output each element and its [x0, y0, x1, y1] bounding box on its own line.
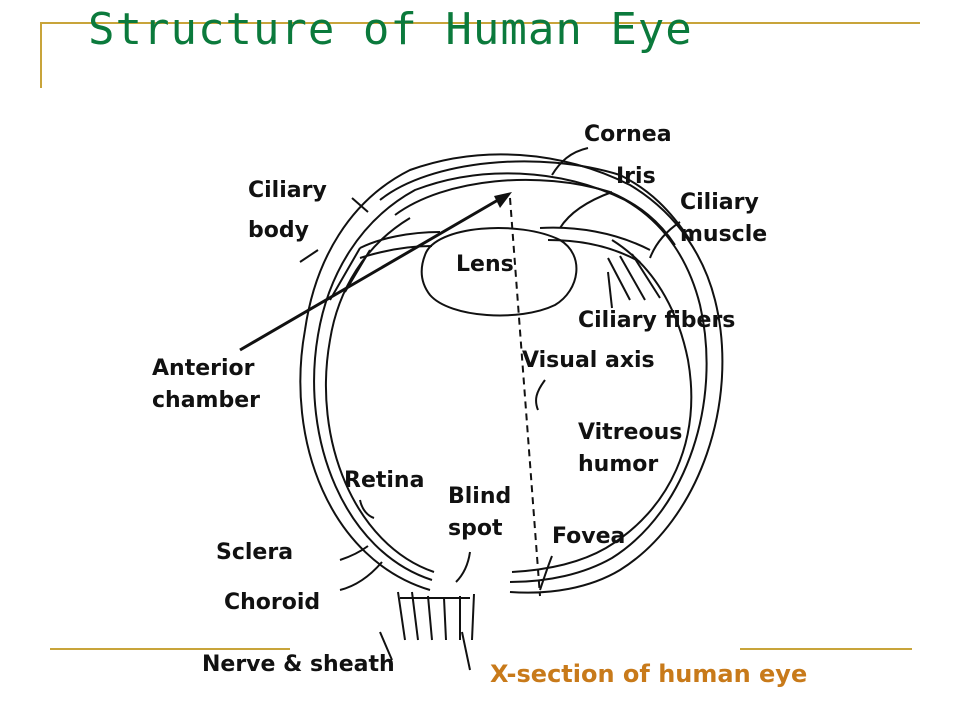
label-vitreous-humor-1: Vitreous: [578, 420, 683, 445]
label-fovea: Fovea: [552, 524, 626, 549]
label-vitreous-humor-2: humor: [578, 452, 659, 477]
label-blind-spot-1: Blind: [448, 484, 512, 509]
choroid-outline: [313, 172, 708, 583]
figure-caption: X-section of human eye: [490, 660, 808, 688]
bottom-rule-right: [740, 648, 912, 650]
label-retina: Retina: [344, 468, 425, 493]
label-blind-spot-2: spot: [448, 516, 503, 541]
label-iris: Iris: [616, 164, 656, 189]
page-title: Structure of Human Eye: [88, 4, 693, 55]
label-visual-axis: Visual axis: [522, 348, 655, 373]
top-rule: [40, 22, 920, 24]
label-ciliary-muscle-2: muscle: [680, 222, 768, 247]
lens-shape: [420, 227, 578, 317]
label-ciliary-body-2: body: [248, 218, 309, 243]
iris-left: [359, 231, 441, 249]
label-ciliary-body-1: Ciliary: [248, 178, 327, 203]
label-ciliary-muscle-1: Ciliary: [680, 190, 759, 215]
label-sclera: Sclera: [216, 540, 294, 565]
sclera-outline: [299, 153, 724, 594]
optic-nerve: [397, 591, 475, 641]
visual-axis-line: [509, 197, 541, 597]
label-anterior-chamber-2: chamber: [152, 388, 260, 413]
retina-outline: [324, 217, 435, 573]
iris-right: [539, 226, 651, 251]
label-nerve-sheath: Nerve & sheath: [202, 652, 395, 677]
label-ciliary-fibers: Ciliary fibers: [578, 308, 736, 333]
label-lens: Lens: [456, 252, 514, 277]
left-rule: [40, 22, 42, 88]
bottom-rule-left: [50, 648, 290, 650]
cornea-outline: [379, 160, 691, 241]
label-anterior-chamber-1: Anterior: [152, 356, 255, 381]
anterior-chamber-arrow: [239, 198, 499, 352]
label-choroid: Choroid: [224, 590, 321, 615]
label-cornea: Cornea: [584, 122, 672, 147]
